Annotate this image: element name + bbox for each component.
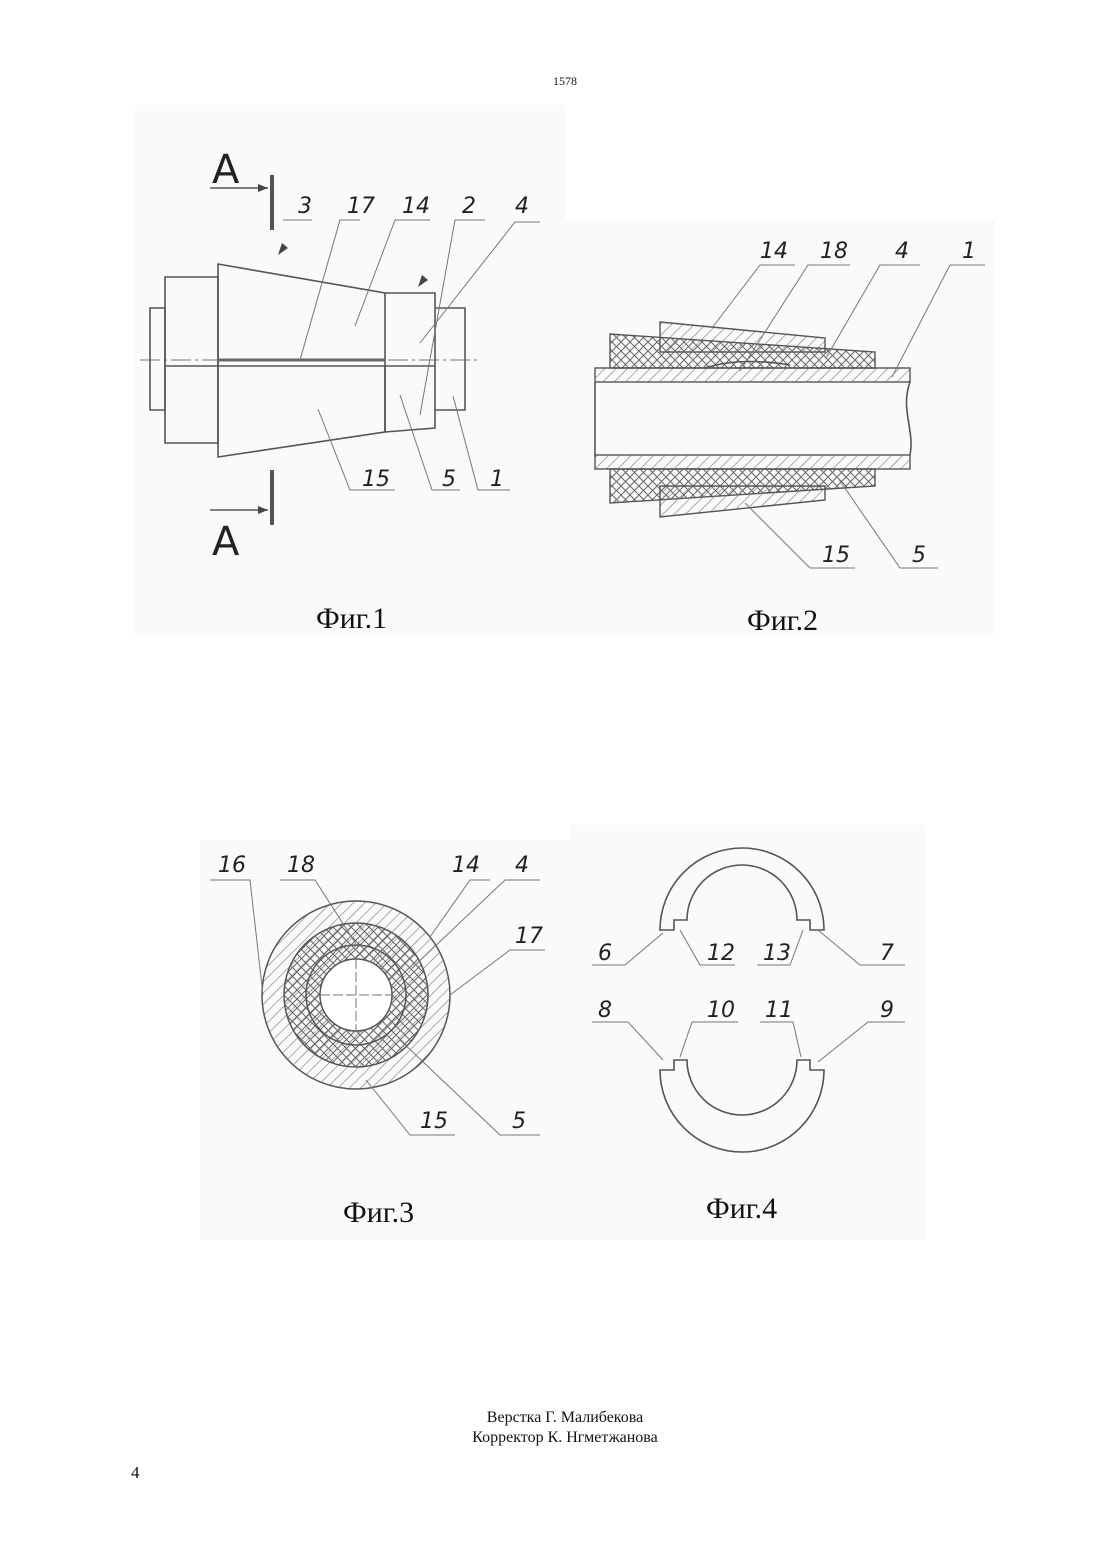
fig2-label-1: 1 <box>962 239 976 264</box>
fig1-label-2: 2 <box>462 194 476 219</box>
document-number: 1578 <box>0 74 1100 89</box>
fig4-label-6: 6 <box>598 941 612 966</box>
fig4-label-8: 8 <box>598 998 612 1023</box>
footer-credits: Верстка Г. Малибекова Корректор К. Нгмет… <box>0 1408 1100 1448</box>
fig3-label-4: 4 <box>515 853 529 878</box>
figures-3-4: 16 18 14 4 17 15 5 Фиг.3 6 12 13 7 8 10 … <box>0 825 1100 1245</box>
fig2-label-14: 14 <box>760 239 788 264</box>
fig3-label-5: 5 <box>512 1109 526 1134</box>
fig2-label-18: 18 <box>820 239 848 264</box>
fig1-label-4: 4 <box>515 194 529 219</box>
fig3-caption: Фиг.3 <box>343 1196 414 1229</box>
fig1-label-17: 17 <box>347 194 375 219</box>
fig4-label-7: 7 <box>880 941 894 966</box>
fig3-label-18: 18 <box>287 853 315 878</box>
section-letter-top: А <box>212 147 240 193</box>
fig4-caption: Фиг.4 <box>706 1192 777 1225</box>
fig1-label-3: 3 <box>298 194 312 219</box>
fig4-label-10: 10 <box>707 998 735 1023</box>
fig3-label-14: 14 <box>452 853 480 878</box>
corrector-credit: Корректор К. Нгметжанова <box>0 1428 1100 1448</box>
fig1-caption: Фиг.1 <box>316 602 387 635</box>
fig3-label-15: 15 <box>420 1109 448 1134</box>
fig2-label-4: 4 <box>895 239 909 264</box>
fig2-caption: Фиг.2 <box>747 604 818 637</box>
fig1-label-14: 14 <box>402 194 430 219</box>
fig4-label-11: 11 <box>765 998 793 1023</box>
fig4-label-9: 9 <box>880 998 894 1023</box>
fig2-label-15: 15 <box>822 543 850 568</box>
figures-1-2: А А 3 17 14 2 4 <box>0 90 1100 650</box>
section-letter-bottom: А <box>212 519 240 565</box>
fig3-label-16: 16 <box>218 853 246 878</box>
fig3-label-17: 17 <box>515 924 543 949</box>
fig4-label-12: 12 <box>707 941 735 966</box>
fig2-label-5: 5 <box>912 543 926 568</box>
fig1-label-1: 1 <box>490 467 504 492</box>
page-number: 4 <box>131 1463 140 1483</box>
fig4-label-13: 13 <box>763 941 791 966</box>
fig1-label-5: 5 <box>442 467 456 492</box>
fig1-label-15: 15 <box>362 467 390 492</box>
layout-credit: Верстка Г. Малибекова <box>0 1408 1100 1428</box>
